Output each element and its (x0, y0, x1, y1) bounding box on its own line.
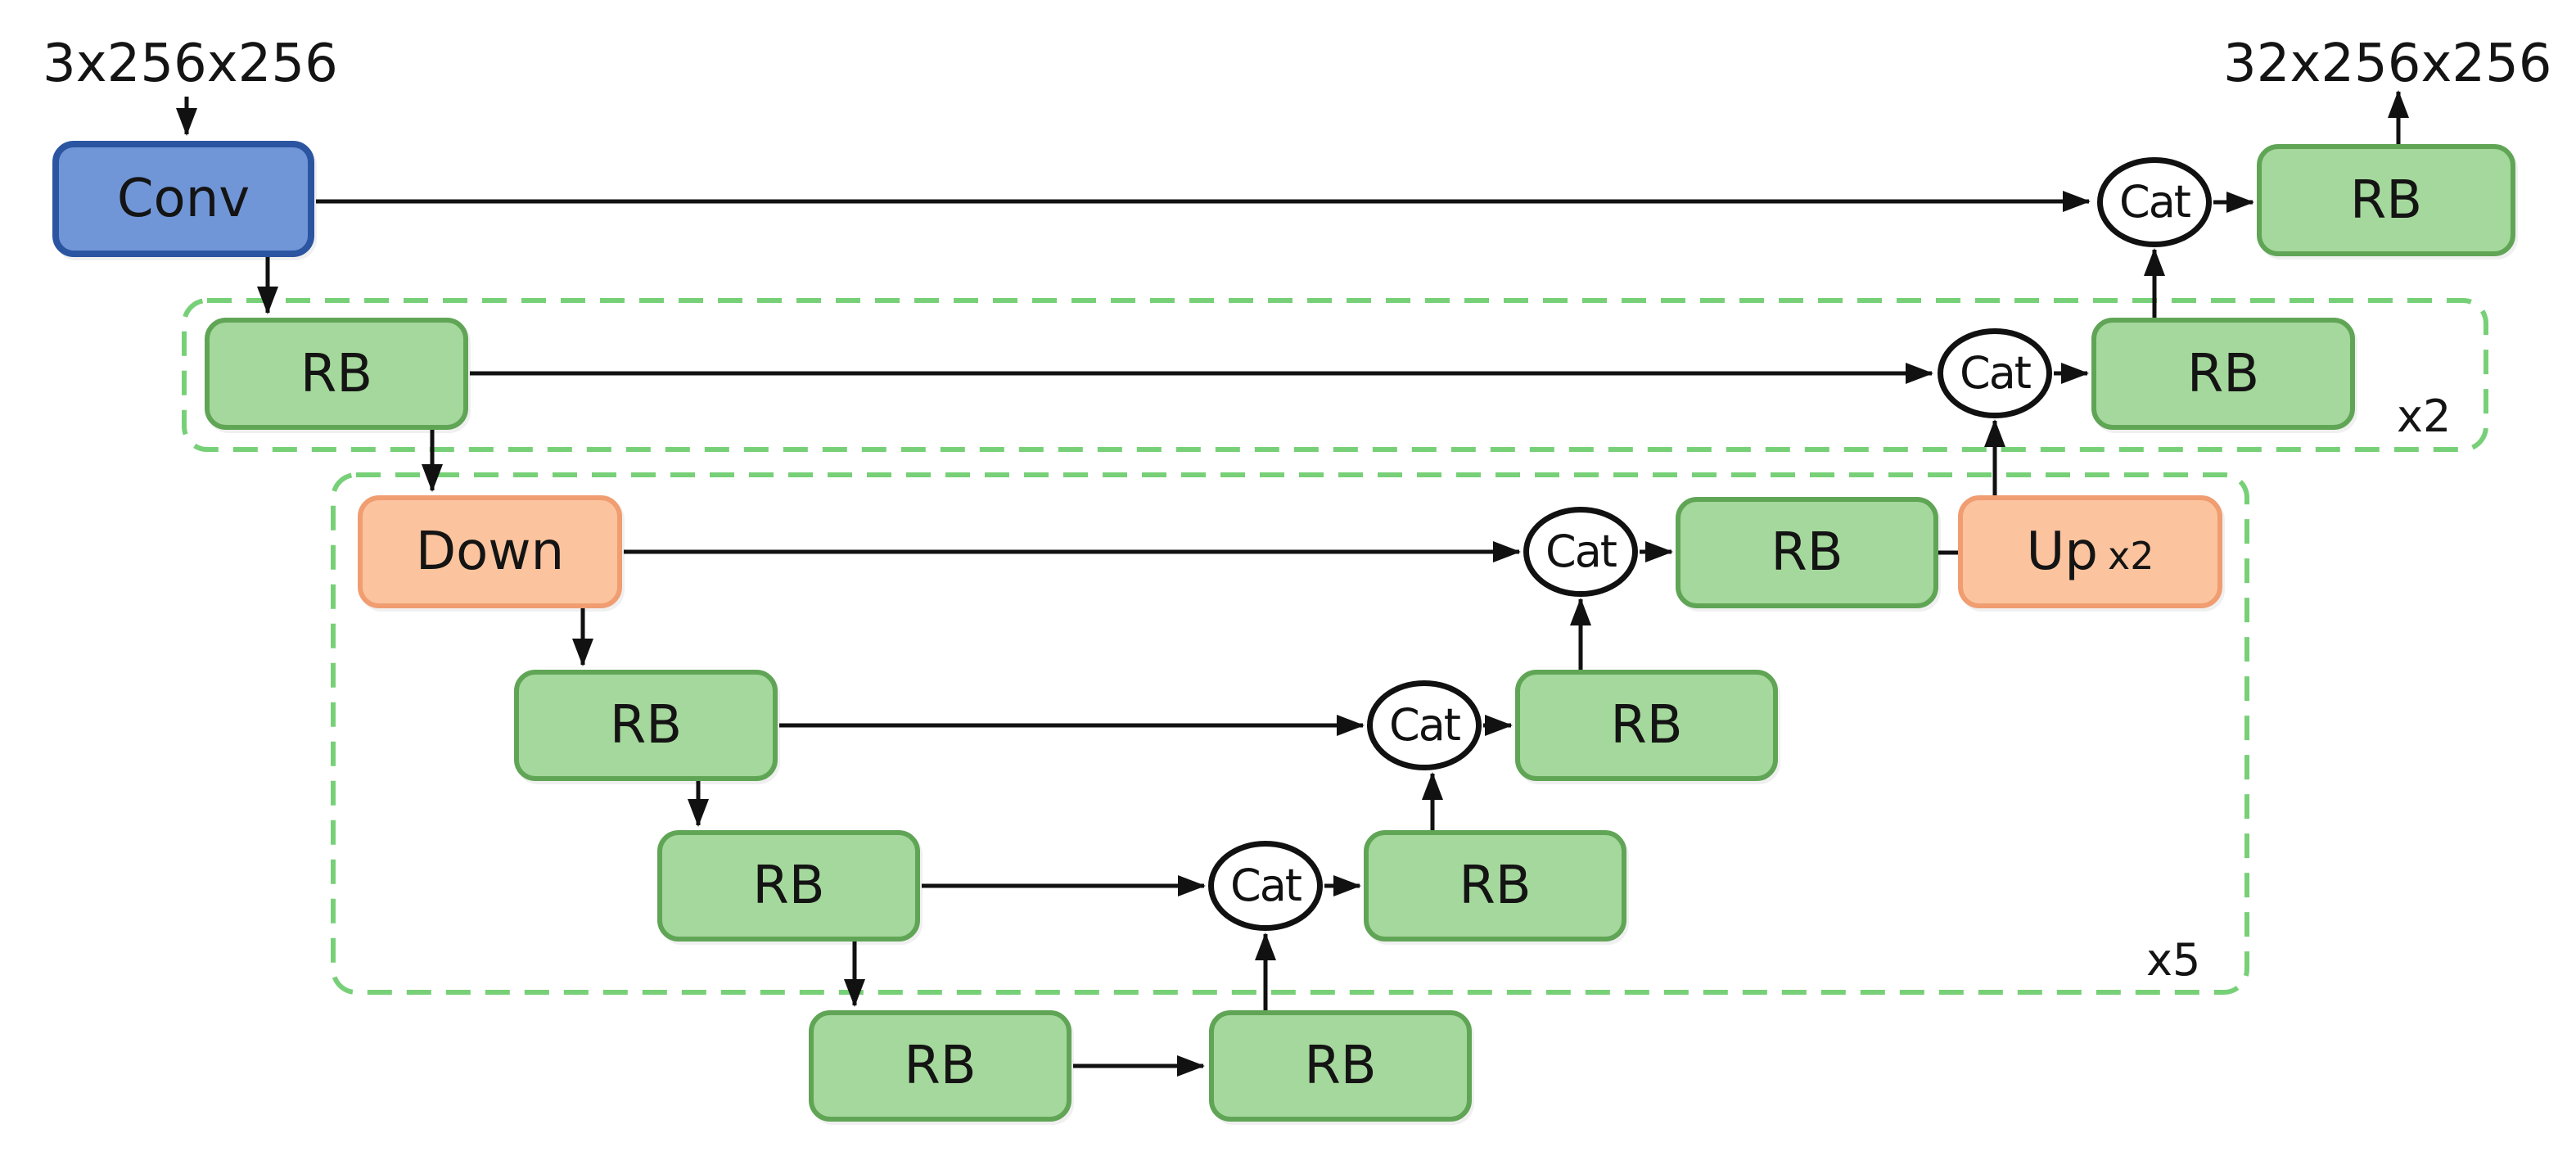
rb-node-enc-stage4: RB (657, 830, 920, 942)
rb-node-enc-stage3: RB (514, 670, 778, 781)
rb-node-label: RB (609, 695, 683, 756)
rb-node-label: RB (1610, 695, 1683, 756)
cat-node-label: Cat (2119, 176, 2191, 228)
rb-node-enc-stage5: RB (809, 1010, 1071, 1122)
repeat-x5-label: x5 (2146, 934, 2201, 986)
cat-node-4: Cat (1367, 680, 1482, 770)
rb-node-dec-stage4: RB (1364, 830, 1626, 942)
cat-node-2: Cat (1938, 328, 2052, 418)
rb-node-dec-stage3: RB (1515, 670, 1778, 781)
up-node: Up x2 (1958, 495, 2222, 608)
cat-node-3: Cat (1523, 507, 1638, 597)
up-node-multiplier: x2 (2107, 534, 2154, 578)
cat-node-1: Cat (2097, 157, 2212, 247)
output-shape-label: 32x256x256 (2223, 34, 2552, 94)
rb-node-label: RB (752, 856, 825, 916)
rb-node-label: RB (904, 1036, 977, 1096)
down-node: Down (358, 495, 622, 608)
input-shape-label: 3x256x256 (43, 34, 338, 94)
rb-node-label: RB (1771, 522, 1843, 583)
rb-node-label: RB (2349, 169, 2423, 231)
repeat-group-x5-box (331, 472, 2249, 995)
cat-node-5: Cat (1208, 841, 1323, 931)
up-node-label: Up (2026, 522, 2098, 582)
rb-node-dec-stage5: RB (1209, 1010, 1472, 1122)
cat-node-label: Cat (1389, 699, 1461, 751)
rb-node-label: RB (1304, 1036, 1377, 1096)
conv-node: Conv (52, 141, 314, 257)
rb-node-label: RB (300, 343, 373, 404)
rb-node-enc-stage1: RB (205, 318, 468, 430)
cat-node-label: Cat (1230, 860, 1302, 911)
rb-node-dec-stage2: RB (1676, 497, 1938, 608)
rb-node-output: RB (2257, 144, 2515, 256)
repeat-group-x2-box (182, 298, 2488, 452)
cat-node-label: Cat (1960, 347, 2032, 399)
rb-node-label: RB (1459, 856, 1532, 916)
rb-node-dec-stage1: RB (2091, 318, 2355, 430)
down-node-label: Down (415, 522, 565, 582)
repeat-x2-label: x2 (2397, 391, 2452, 442)
conv-node-label: Conv (116, 169, 250, 229)
rb-node-label: RB (2186, 343, 2260, 404)
cat-node-label: Cat (1545, 526, 1617, 577)
